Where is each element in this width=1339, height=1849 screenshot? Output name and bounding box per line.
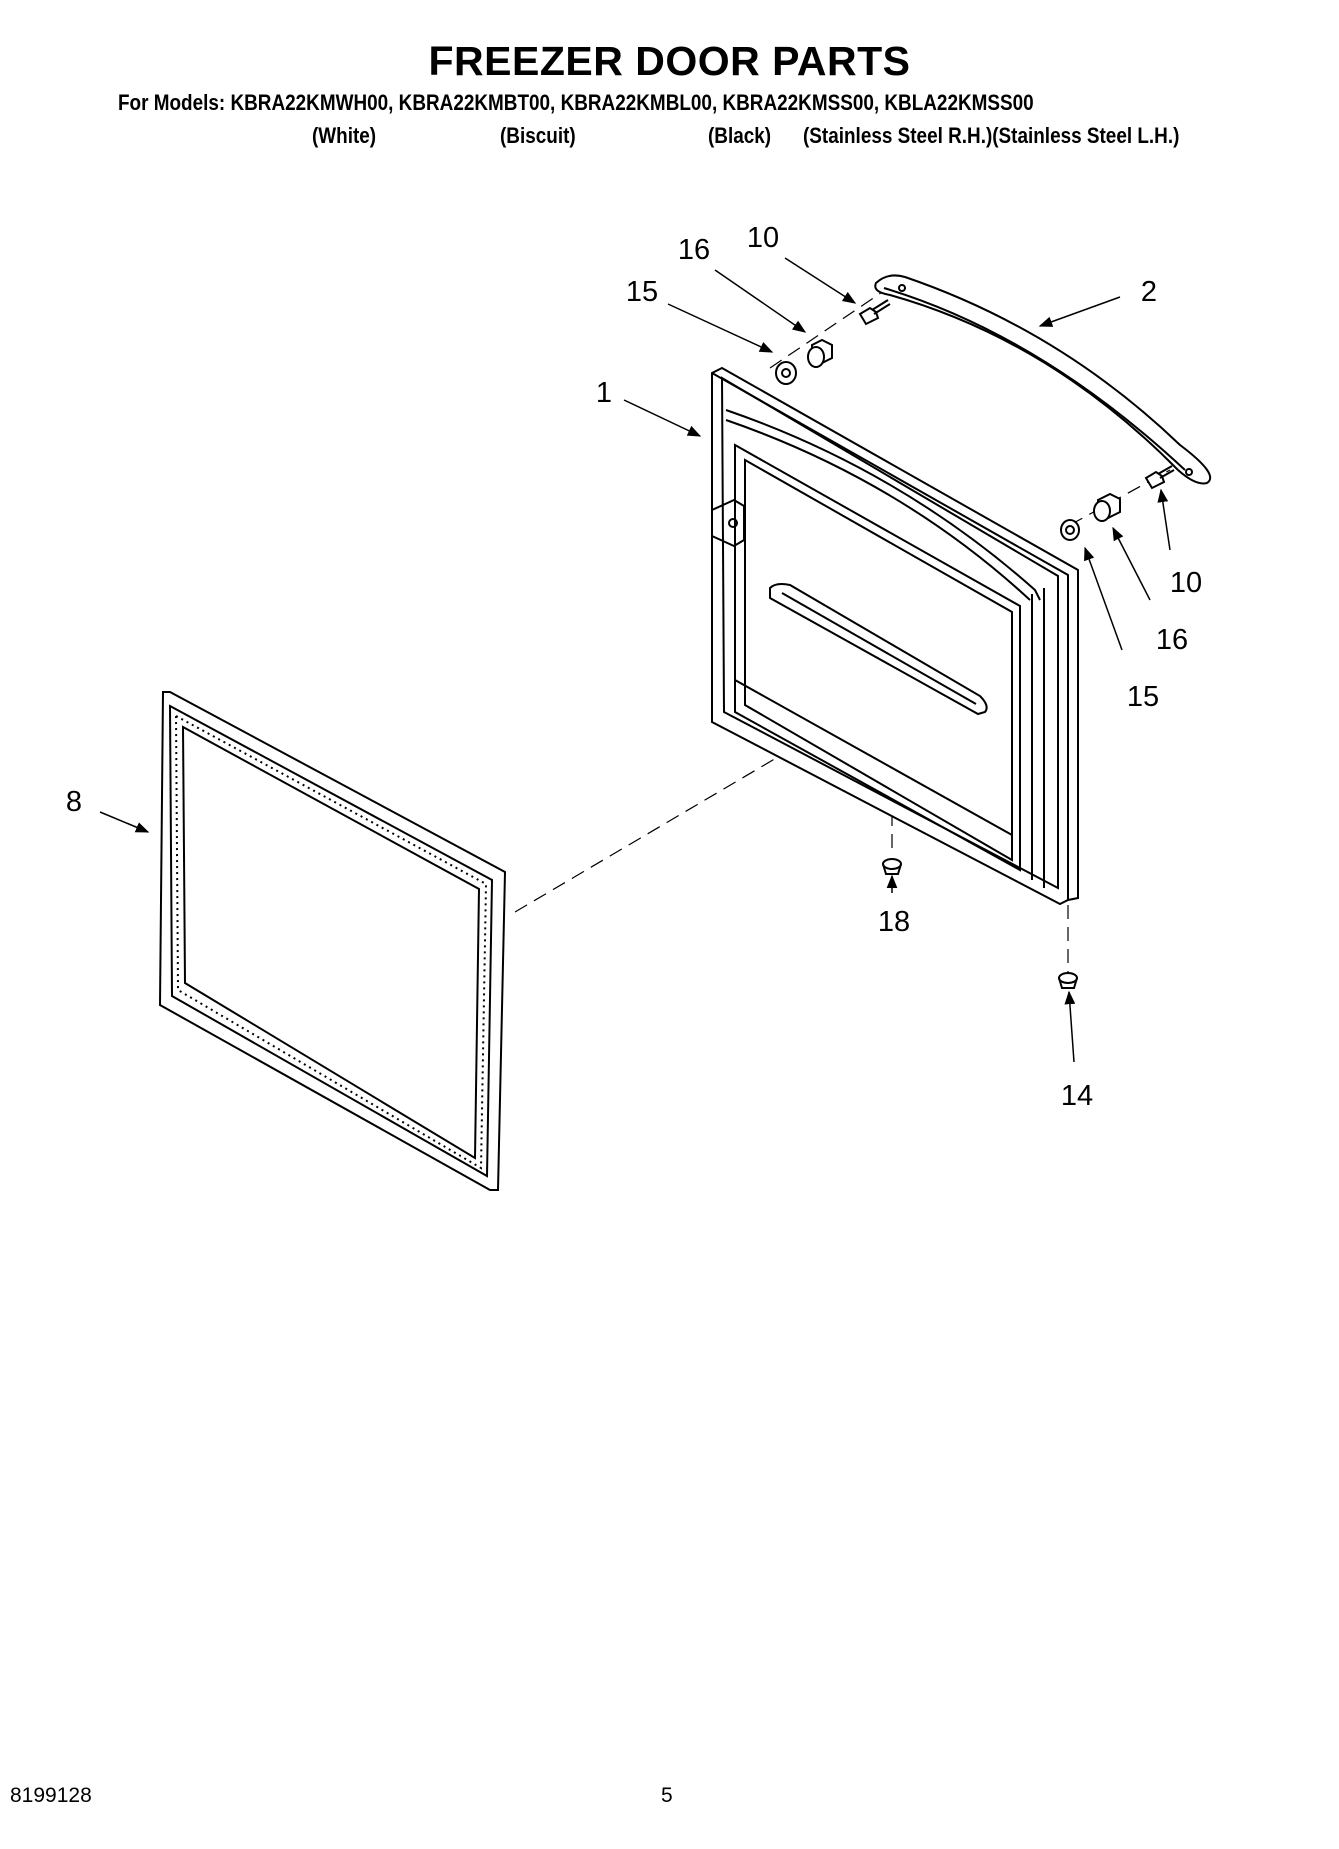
callout-15-top: 15 [626, 276, 658, 308]
color-white: (White) [312, 123, 377, 148]
callout-16-top: 16 [678, 234, 710, 266]
callout-15-right: 15 [1127, 681, 1159, 713]
freezer-door [711, 366, 1079, 906]
color-stainless: (Stainless Steel R.H.)(Stainless Steel L… [803, 123, 1180, 148]
leader-arrows [99, 257, 1171, 1063]
callout-1: 1 [596, 377, 612, 409]
color-biscuit: (Biscuit) [500, 123, 576, 148]
right-hardware [1060, 465, 1175, 541]
handle [874, 274, 1212, 485]
callout-10-right: 10 [1170, 567, 1202, 599]
door-gasket [158, 691, 507, 1191]
callout-18: 18 [878, 906, 910, 938]
callout-8: 8 [66, 786, 82, 818]
callout-14: 14 [1061, 1080, 1093, 1112]
top-hardware [775, 299, 891, 385]
doc-number: 8199128 [10, 1784, 92, 1807]
color-black: (Black) [708, 123, 772, 148]
callout-2: 2 [1141, 276, 1157, 308]
bottom-hardware [882, 858, 1078, 989]
callout-16-right: 16 [1156, 624, 1188, 656]
page-title: FREEZER DOOR PARTS [428, 38, 911, 84]
page-number: 5 [661, 1784, 673, 1807]
callout-10-top: 10 [747, 222, 779, 254]
models-line: For Models: KBRA22KMWH00, KBRA22KMBT00, … [118, 90, 1034, 115]
